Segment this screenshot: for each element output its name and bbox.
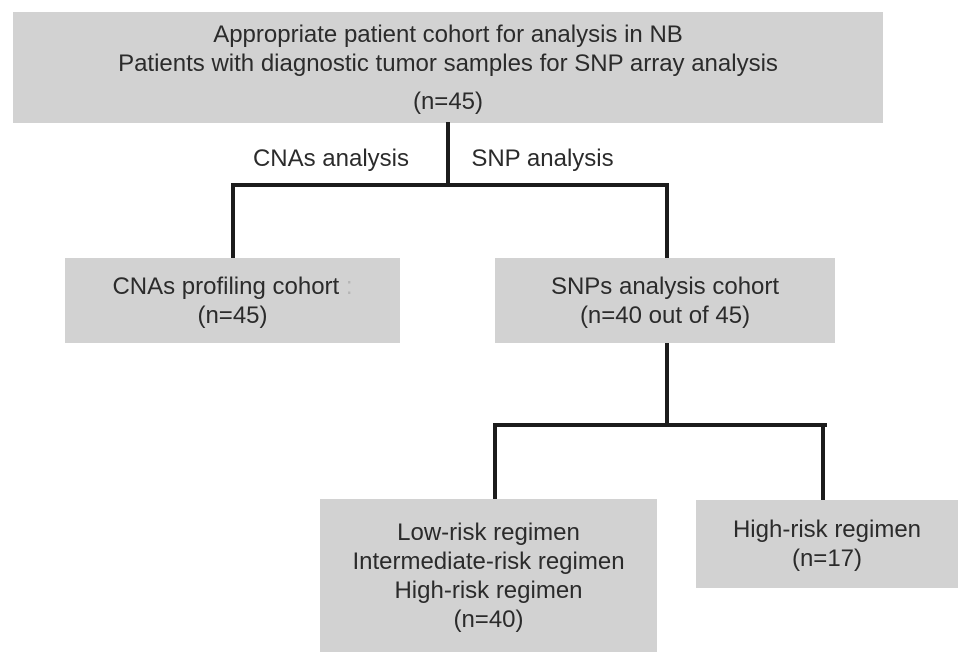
regimen-count: (n=40): [453, 605, 524, 633]
edge-label-snp-analysis: SNP analysis: [471, 145, 614, 172]
cna-cohort-colon: :: [345, 272, 353, 300]
cna-cohort-count: (n=45): [197, 301, 268, 329]
node-cna-profiling-cohort: CNAs profiling cohort : (n=45): [65, 258, 400, 343]
regimen-line-3: High-risk regimen: [394, 576, 583, 604]
root-count: (n=45): [412, 87, 484, 115]
high-risk-title: High-risk regimen: [732, 516, 922, 543]
connector-lower-left-drop: [493, 423, 497, 500]
regimen-line-1: Low-risk regimen: [397, 518, 580, 546]
node-high-risk-regimen: High-risk regimen (n=17): [696, 500, 958, 588]
node-root-cohort: Appropriate patient cohort for analysis …: [13, 12, 883, 123]
node-risk-regimens: Low-risk regimen Intermediate-risk regim…: [320, 499, 657, 652]
cna-cohort-title: CNAs profiling cohort :: [112, 272, 353, 300]
edge-label-cna-analysis: CNAs analysis: [252, 145, 410, 172]
connector-snp-stem: [665, 343, 669, 427]
high-risk-count: (n=17): [791, 545, 863, 572]
root-line-2: Patients with diagnostic tumor samples f…: [118, 49, 778, 77]
connector-lower-crossbar: [493, 423, 827, 427]
connector-upper-right-drop: [665, 183, 669, 258]
connector-root-stem: [446, 122, 450, 187]
connector-upper-crossbar: [231, 183, 669, 187]
connector-upper-left-drop: [231, 183, 235, 258]
node-snp-analysis-cohort: SNPs analysis cohort (n=40 out of 45): [495, 258, 835, 343]
root-line-1: Appropriate patient cohort for analysis …: [213, 20, 683, 48]
snp-cohort-count: (n=40 out of 45): [579, 301, 751, 329]
connector-lower-right-drop: [821, 423, 825, 500]
regimen-line-2: Intermediate-risk regimen: [352, 547, 625, 575]
snp-cohort-title: SNPs analysis cohort: [550, 272, 780, 300]
